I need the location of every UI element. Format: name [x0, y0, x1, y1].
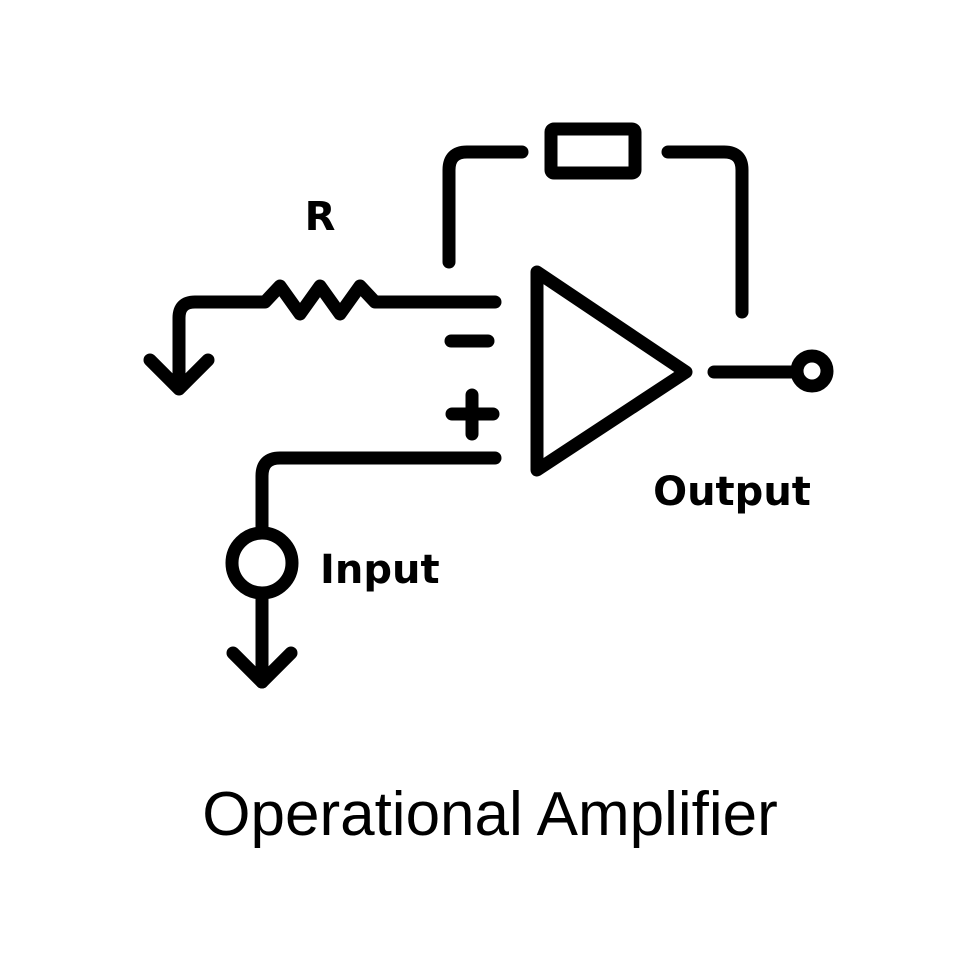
feedback-wire-right — [661, 145, 749, 319]
feedback-wire-left — [442, 145, 529, 269]
ground-arrow-left-icon — [143, 353, 215, 396]
resistor-label: R — [305, 194, 336, 240]
feedback-component — [544, 122, 642, 180]
resistor-r — [172, 279, 502, 395]
output-terminal-icon — [790, 349, 834, 393]
ground-arrow-bottom-icon — [226, 646, 298, 689]
plus-sign-icon — [445, 388, 500, 441]
non-inverting-input-wire — [255, 451, 502, 535]
output-label: Output — [653, 469, 811, 515]
diagram-caption: Operational Amplifier — [202, 780, 778, 849]
input-source-icon — [225, 526, 299, 600]
input-label: Input — [320, 547, 440, 593]
amplifier-triangle-icon — [530, 265, 693, 477]
